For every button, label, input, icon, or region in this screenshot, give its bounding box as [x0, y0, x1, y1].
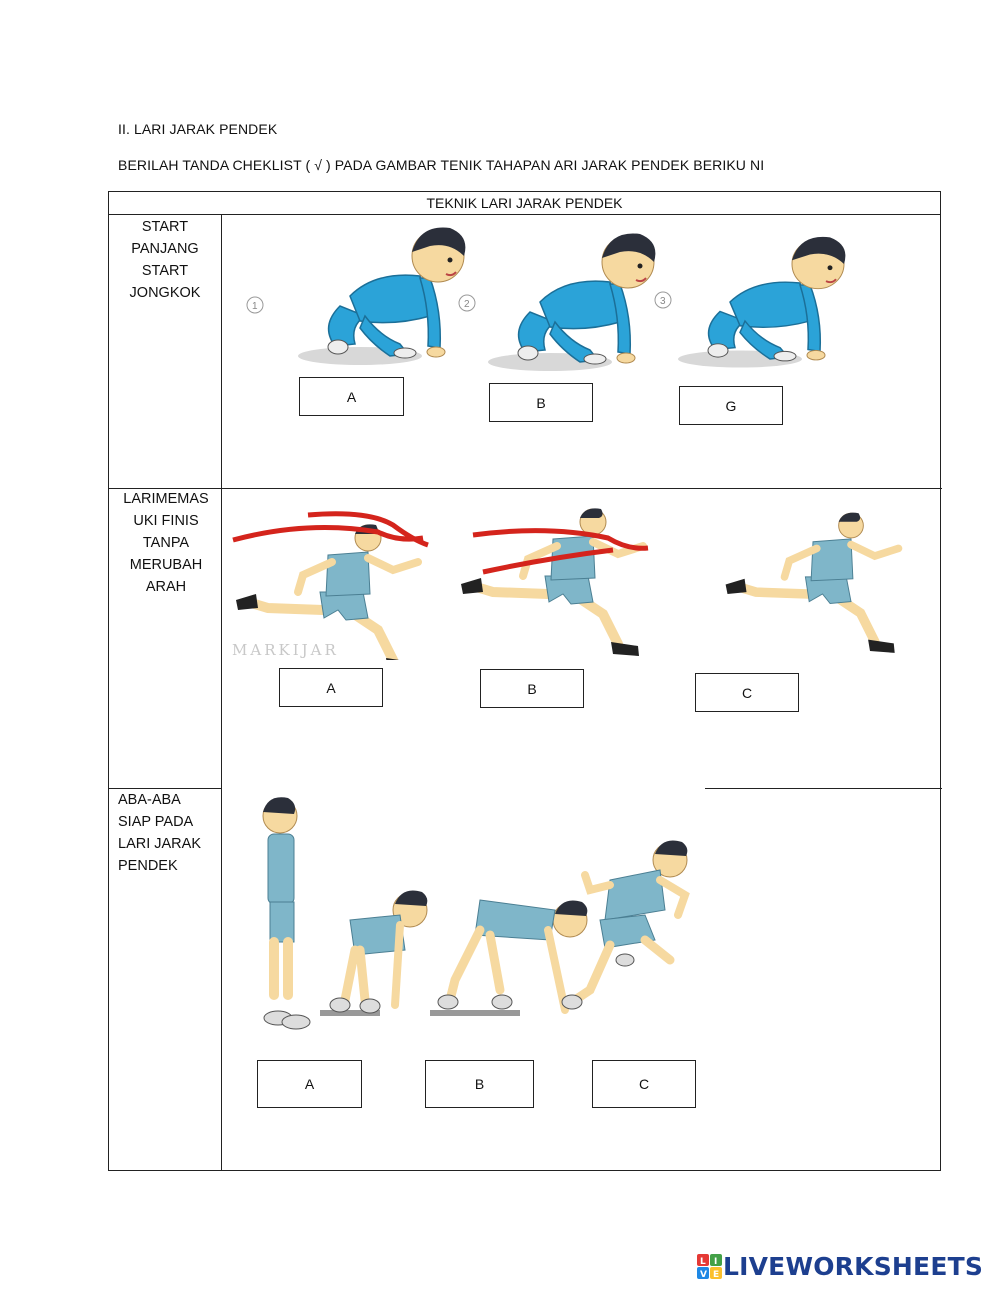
svg-text:V: V	[700, 1270, 707, 1280]
answer-box-row2-a[interactable]: A	[279, 668, 383, 707]
set-position-illustration	[262, 797, 690, 1030]
answer-box-row3-c[interactable]: C	[592, 1060, 696, 1108]
answer-box-row3-a[interactable]: A	[257, 1060, 362, 1108]
row-divider-2-right	[705, 788, 942, 789]
step-number: 3	[660, 296, 666, 307]
row-1-label-line: PANJANG	[131, 241, 199, 257]
crouch-start-illustration: 1 2 3	[246, 226, 847, 372]
row-2-label-line: UKI FINIS	[133, 513, 199, 529]
svg-text:E: E	[713, 1270, 719, 1280]
technique-table: TEKNIK LARI JARAK PENDEK START PANJANG S…	[108, 191, 942, 1171]
answer-box-row1-b[interactable]: B	[489, 383, 593, 422]
instruction-text: BERILAH TANDA CHEKLIST ( √ ) PADA GAMBAR…	[118, 157, 765, 173]
answer-box-row1-a[interactable]: A	[299, 377, 404, 416]
go-figure	[561, 840, 690, 1010]
section-heading: II. LARI JARAK PENDEK	[118, 121, 278, 137]
row-3-label-line: SIAP PADA	[118, 814, 194, 830]
row-3-label: ABA-ABA SIAP PADA LARI JARAK PENDEK	[118, 789, 218, 877]
answer-box-row2-c[interactable]: C	[695, 673, 799, 712]
liveworksheets-logo-icon: L I V E	[697, 1253, 722, 1280]
row-2-label: LARIMEMAS UKI FINIS TANPA MERUBAH ARAH	[111, 488, 221, 598]
step-number: 1	[252, 301, 258, 312]
liveworksheets-logo: L I V E LIVEWORKSHEETS	[697, 1252, 983, 1281]
row-3-label-line: LARI JARAK	[118, 836, 201, 852]
answer-box-row2-b[interactable]: B	[480, 669, 584, 708]
table-title: TEKNIK LARI JARAK PENDEK	[109, 192, 940, 215]
step-number: 2	[464, 299, 470, 310]
watermark: MARKIJAR	[232, 641, 339, 659]
row-1-label: START PANJANG START JONGKOK	[111, 216, 219, 304]
row-divider-1	[109, 488, 942, 489]
svg-text:I: I	[714, 1257, 717, 1267]
row-1-label-line: JONGKOK	[129, 285, 201, 301]
svg-text:L: L	[700, 1257, 706, 1267]
row-3-label-line: ABA-ABA	[118, 792, 181, 808]
row-1-label-line: START	[141, 219, 189, 235]
column-divider	[221, 214, 222, 1171]
answer-box-row1-c[interactable]: G	[679, 386, 783, 425]
row-2-label-line: TANPA	[142, 535, 190, 551]
logo-text: LIVEWORKSHEETS	[723, 1252, 984, 1281]
answer-box-row3-b[interactable]: B	[425, 1060, 534, 1108]
set-figure	[430, 899, 588, 1016]
on-your-marks-figure	[320, 890, 428, 1016]
row-2-label-line: LARIMEMAS	[123, 491, 209, 507]
row-2-label-line: MERUBAH	[129, 557, 203, 573]
row-divider-2-left	[109, 788, 222, 789]
finish-line-illustration	[228, 500, 918, 660]
row-2-label-line: ARAH	[145, 579, 187, 595]
row-3-label-line: PENDEK	[118, 858, 178, 874]
row-1-label-line: START	[141, 263, 189, 279]
standing-figure	[262, 797, 311, 1030]
